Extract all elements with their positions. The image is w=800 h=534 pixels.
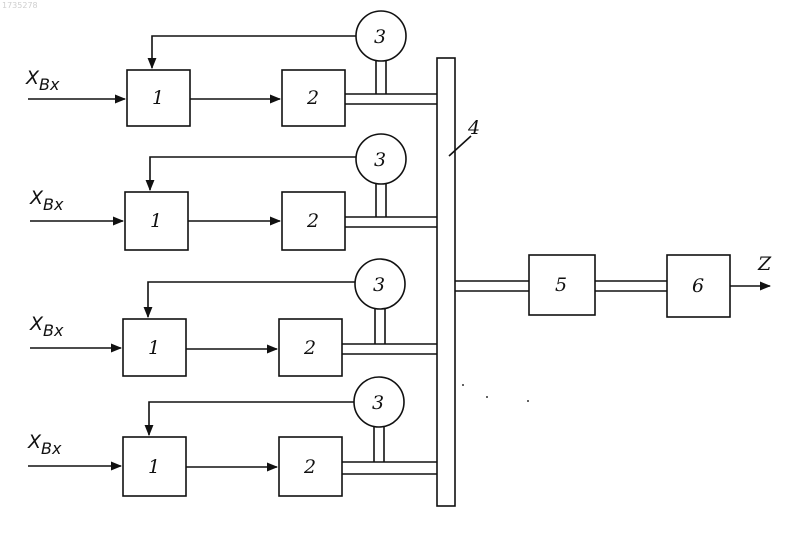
input-label: XBx [29, 187, 64, 214]
channel-1: XBx 1 2 3 [25, 11, 437, 126]
block-2-label: 2 [306, 87, 319, 109]
block-1-label: 1 [152, 87, 164, 109]
block-1-label: 1 [150, 210, 162, 232]
block-1-label: 1 [148, 337, 160, 359]
block-2-label: 2 [303, 456, 316, 478]
scan-speck [462, 384, 464, 386]
block-3-label: 3 [372, 392, 384, 414]
channel-4: XBx 1 2 3 [27, 377, 437, 496]
input-label: XBx [27, 431, 62, 458]
output-label: Z [757, 253, 772, 275]
block-2-label: 2 [306, 210, 319, 232]
feedback-arrow [150, 157, 356, 190]
bus-label: 4 [467, 117, 480, 139]
feedback-arrow [149, 402, 354, 435]
feedback-arrow [152, 36, 356, 68]
scan-speck [486, 396, 488, 398]
channel-2: XBx 1 2 3 [29, 134, 437, 250]
scan-speck [527, 400, 529, 402]
block-2-label: 2 [303, 337, 316, 359]
input-label: XBx [29, 313, 64, 340]
block-3-label: 3 [373, 274, 385, 296]
feedback-arrow [148, 282, 355, 317]
block-3-label: 3 [374, 26, 386, 48]
input-label: XBx [25, 67, 60, 94]
block-1-label: 1 [148, 456, 160, 478]
corner-id-text: 1735278 [2, 1, 38, 10]
channel-3: XBx 1 2 3 [29, 259, 437, 376]
block-5-label: 5 [555, 274, 567, 296]
block-3-label: 3 [374, 149, 386, 171]
bus-block-4 [437, 58, 455, 506]
block-6-label: 6 [692, 275, 704, 297]
